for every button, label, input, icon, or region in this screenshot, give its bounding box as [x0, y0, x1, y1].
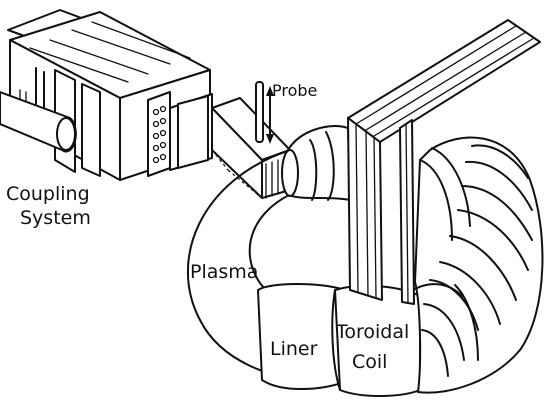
coupling-holes: [152, 105, 167, 164]
coupling-label-line2: System: [20, 207, 91, 229]
torus: [186, 125, 544, 397]
toroidal-coil-label-line2: Coil: [352, 351, 387, 373]
probe: [255, 81, 274, 144]
liner-label: Liner: [270, 338, 318, 360]
plasma-label: Plasma: [190, 261, 258, 283]
support-frame: [347, 19, 541, 305]
probe-label: Probe: [272, 81, 317, 100]
coupling-label-line1: Coupling: [6, 183, 90, 205]
toroidal-coil-label-line1: Toroidal: [335, 321, 409, 343]
coupling-system: [0, 9, 291, 199]
